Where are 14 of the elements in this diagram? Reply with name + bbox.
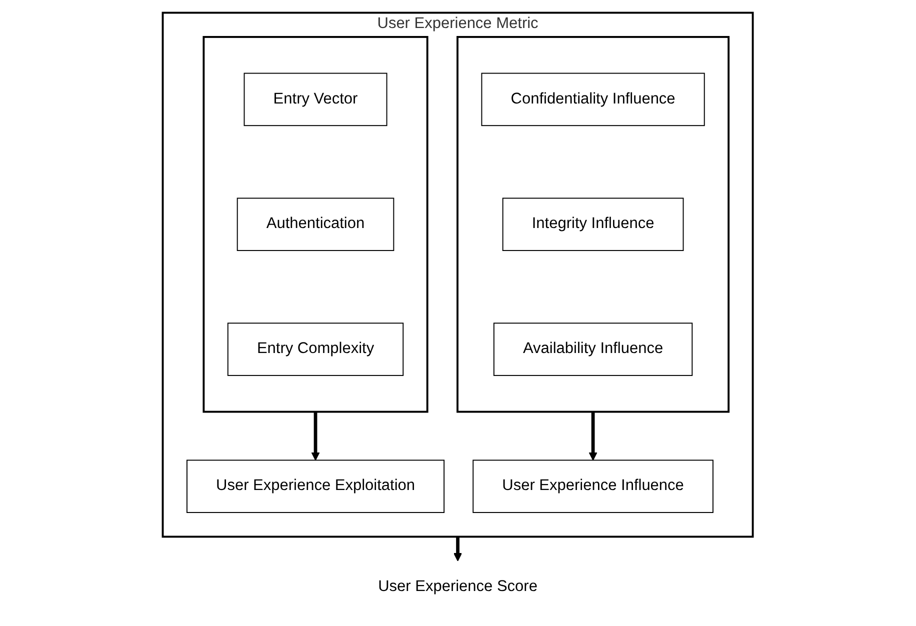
node-box: Availability Influence	[494, 322, 693, 376]
node-box: User Experience Exploitation	[186, 460, 445, 513]
cluster	[202, 36, 429, 413]
arrow	[311, 412, 320, 461]
node-box: Confidentiality Influence	[481, 72, 706, 126]
node-text: User Experience Score	[378, 578, 538, 595]
node-box: Authentication	[237, 198, 394, 251]
cluster	[456, 36, 730, 413]
node-box: User Experience Influence	[472, 460, 714, 513]
node-box: Integrity Influence	[502, 198, 684, 251]
node-box: Entry Vector	[244, 72, 388, 126]
node-box: Entry Complexity	[228, 322, 404, 376]
arrow	[589, 412, 598, 461]
arrow	[454, 536, 462, 562]
